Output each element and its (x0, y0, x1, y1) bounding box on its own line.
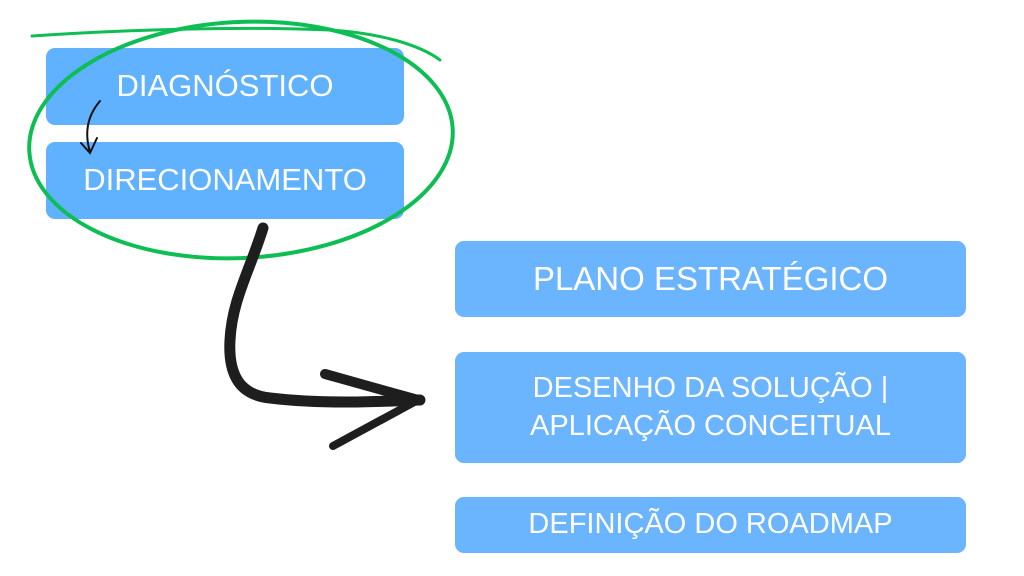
step-label: PLANO ESTRATÉGICO (532, 259, 889, 297)
step-label: DIAGNÓSTICO (116, 68, 334, 104)
step-label-line2: APLICAÇÃO CONCEITUAL (530, 409, 891, 442)
step-label-line1: DESENHO DA SOLUÇÃO | (532, 371, 889, 404)
step-direcionamento: DIRECIONAMENTO (46, 142, 404, 219)
step-roadmap: DEFINIÇÃO DO ROADMAP (455, 497, 966, 553)
step-diagnostico: DIAGNÓSTICO (46, 48, 404, 125)
big-arrow-icon (224, 222, 426, 450)
step-desenho-solucao: DESENHO DA SOLUÇÃO | APLICAÇÃO CONCEITUAL (455, 352, 966, 463)
step-label: DEFINIÇÃO DO ROADMAP (528, 508, 893, 541)
step-plano-estrategico: PLANO ESTRATÉGICO (455, 241, 966, 317)
step-label: DIRECIONAMENTO (83, 162, 367, 198)
